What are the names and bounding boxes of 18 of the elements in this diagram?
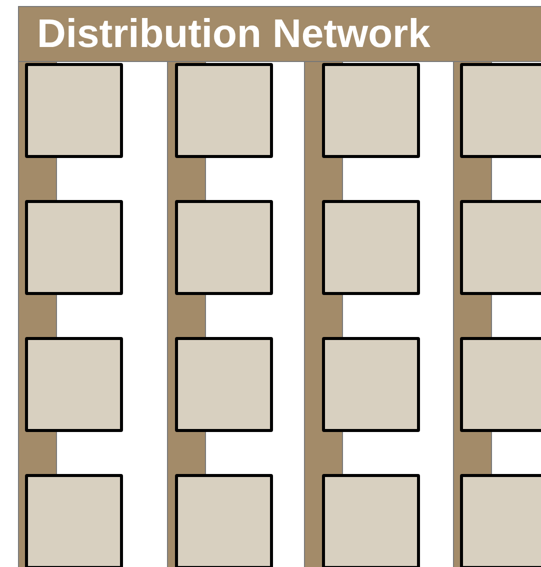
square-box (322, 337, 420, 432)
square-box (460, 200, 541, 295)
square-box (175, 200, 273, 295)
square-box (175, 337, 273, 432)
square-box (460, 337, 541, 432)
square-box (25, 63, 123, 158)
square-box (322, 474, 420, 567)
square-box (25, 337, 123, 432)
square-box (25, 474, 123, 567)
square-box (460, 474, 541, 567)
square-box (25, 200, 123, 295)
square-box (460, 63, 541, 158)
square-box (175, 474, 273, 567)
square-box (322, 200, 420, 295)
header-band (18, 6, 541, 62)
square-box (175, 63, 273, 158)
title-text: Distribution Network (37, 14, 430, 54)
square-box (322, 63, 420, 158)
